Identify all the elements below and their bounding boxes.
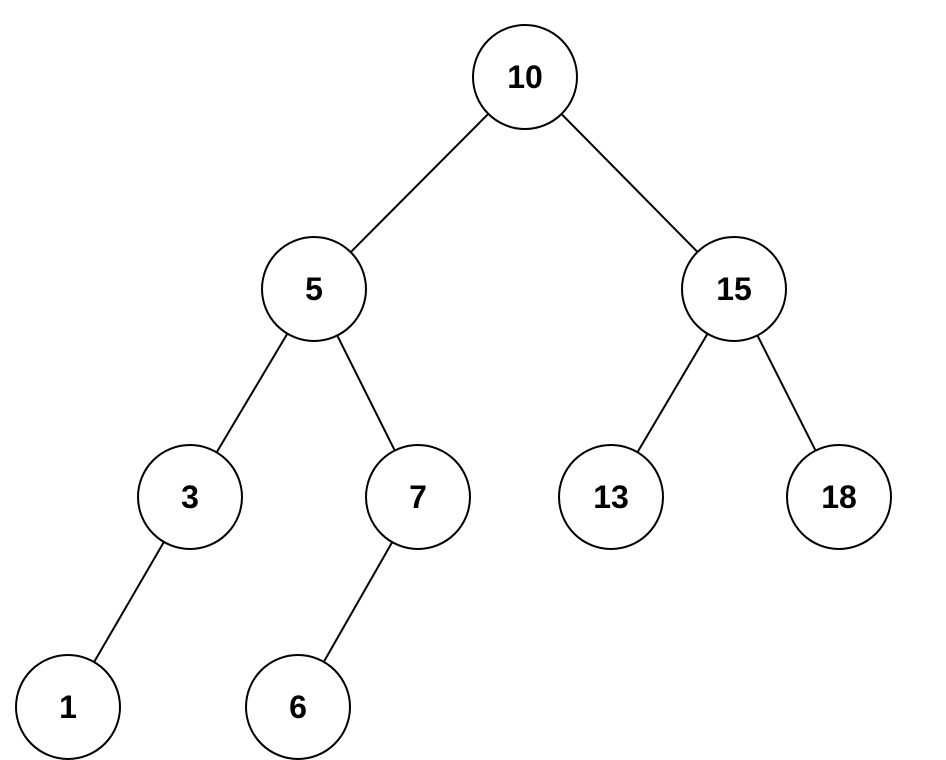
node-label: 13 [593,479,629,515]
tree-node-15: 15 [681,236,787,342]
node-label: 6 [289,689,307,725]
tree-edge [93,541,165,663]
node-label: 7 [409,479,427,515]
node-circle [245,654,351,760]
node-circle [15,654,121,760]
tree-node-7: 7 [365,444,471,550]
tree-node-1: 1 [15,654,121,760]
node-circle [261,236,367,342]
tree-edge [215,333,289,453]
tree-edges [93,113,817,663]
node-circle [786,444,892,550]
tree-nodes: 10 5 15 3 7 13 18 1 [15,24,892,760]
tree-edge [636,333,709,453]
node-label: 3 [181,479,199,515]
node-circle [558,444,664,550]
tree-node-10: 10 [472,24,578,130]
tree-node-6: 6 [245,654,351,760]
node-circle [472,24,578,130]
tree-edge [322,541,394,663]
tree-edge [756,334,817,452]
tree-edge [560,113,699,253]
tree-node-3: 3 [137,444,243,550]
node-circle [681,236,787,342]
node-label: 15 [716,271,752,307]
tree-edge [349,113,490,253]
node-circle [137,444,243,550]
tree-node-13: 13 [558,444,664,550]
node-label: 5 [305,271,323,307]
node-label: 1 [59,689,77,725]
tree-edge [336,335,396,451]
node-label: 18 [821,479,857,515]
node-circle [365,444,471,550]
tree-node-18: 18 [786,444,892,550]
tree-node-5: 5 [261,236,367,342]
node-label: 10 [507,59,543,95]
